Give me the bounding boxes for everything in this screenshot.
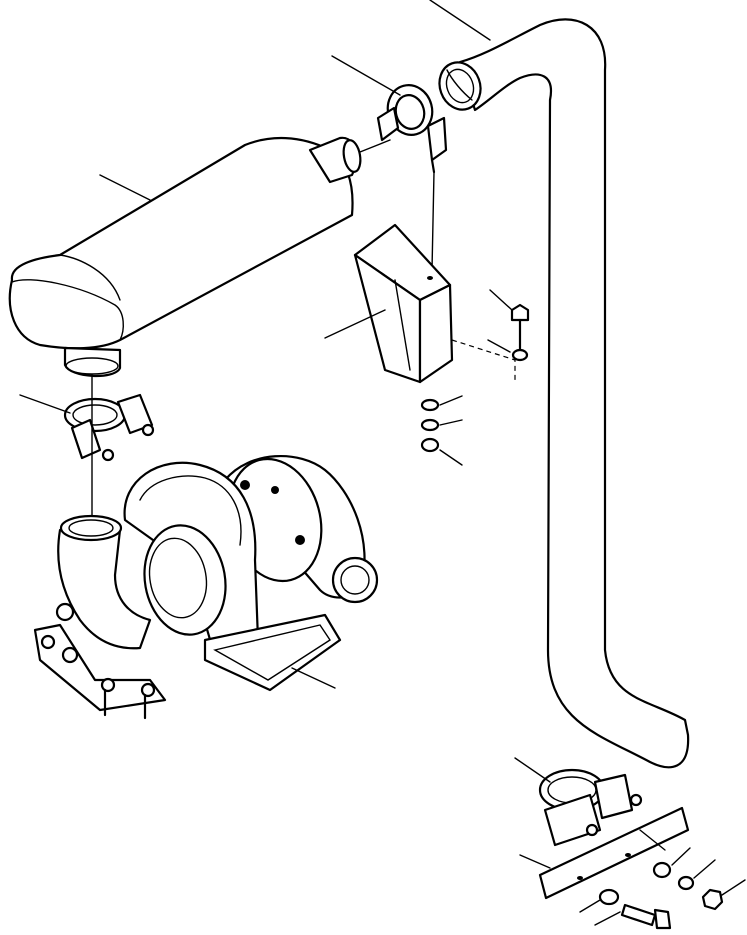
clamp-lower-left — [63, 393, 155, 462]
leader-muffler — [99, 174, 151, 201]
washer-stack-2 — [420, 418, 463, 432]
leader-washer-lower-1 — [671, 847, 691, 866]
leader-bolt-lower — [594, 911, 621, 926]
leader-bracket — [324, 309, 386, 339]
leader-washer-upper — [487, 339, 511, 353]
leader-bolt-upper — [489, 289, 513, 311]
washer-upper — [511, 348, 529, 362]
mounting-plate — [538, 806, 690, 900]
leader-washer-lower-3 — [579, 899, 601, 913]
washer-lower-3 — [598, 888, 620, 906]
leader-nut-lower — [721, 879, 746, 896]
bolt-lower — [620, 903, 672, 930]
leader-plate — [519, 854, 551, 869]
leader-pipe — [429, 0, 491, 41]
leader-turbo — [291, 667, 336, 689]
leader-clamp-lower-left — [19, 394, 71, 414]
leader-clamp-upper — [331, 55, 401, 96]
bolt-upper — [510, 303, 530, 352]
washer-lower-2 — [677, 875, 695, 891]
washer-lower-1 — [652, 861, 672, 879]
exhaust-pipe — [438, 18, 690, 769]
pipe-clamp-lower-right — [538, 768, 643, 847]
turbocharger — [33, 455, 379, 720]
assembly-line-muffler — [359, 139, 391, 153]
leader-clamp-lower-right — [514, 757, 551, 783]
nut-stack — [420, 437, 463, 466]
washer-stack-1 — [420, 395, 463, 412]
assembly-line-clamp — [431, 171, 435, 271]
muffler — [8, 136, 362, 378]
pipe-clamp-upper — [376, 84, 448, 174]
leader-washer-lower-2 — [693, 859, 716, 879]
muffler-bracket — [353, 223, 516, 384]
nut-lower — [701, 888, 724, 911]
